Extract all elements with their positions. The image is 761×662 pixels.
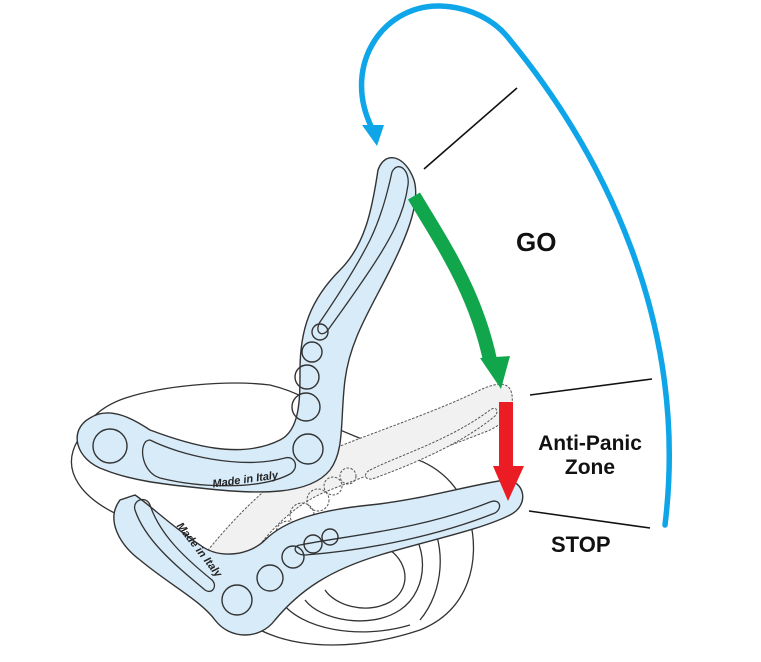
go-arrow-icon [407,192,510,389]
divider-go-antipanic [529,378,653,396]
zone-label: Zone [564,455,616,479]
stop-label: STOP [551,532,611,557]
curved-arrow-icon [358,3,672,528]
anti-panic-zone-label: Anti-Panic Zone [520,432,660,479]
anti-panic-arrow-icon [493,402,524,501]
go-label: GO [516,227,557,257]
divider-go-top [423,87,518,170]
lower-lever: Made in Italy [113,479,524,636]
divider-antipanic-stop [528,510,651,529]
upper-lever: Made in Italy [76,157,417,493]
anti-panic-label: Anti-Panic [538,432,642,455]
